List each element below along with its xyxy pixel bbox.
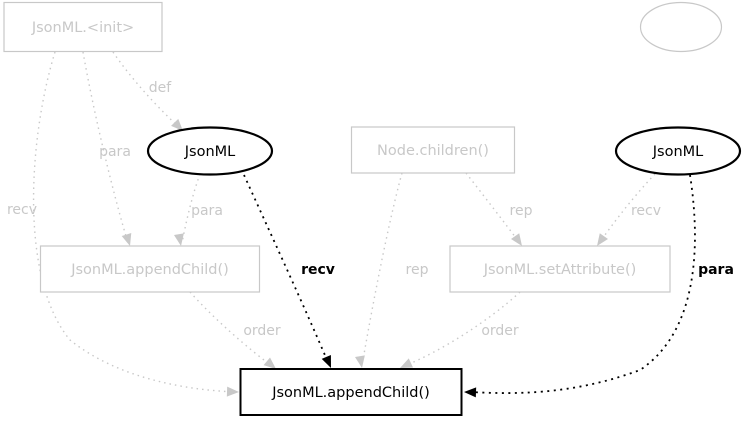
- node-shape-rect[interactable]: [239, 368, 463, 416]
- edge-label: recv: [301, 262, 335, 278]
- edge-n_jsonml_r-to-n_setattr: recv: [597, 173, 661, 246]
- node-shape-rect[interactable]: [3, 1, 163, 53]
- edge-n_setattr-to-n_append_main: order: [400, 291, 521, 368]
- node-n_jsonml_l[interactable]: JsonML: [146, 126, 274, 176]
- node-label: JsonML: [652, 144, 703, 160]
- nodes-layer: JsonML.<init> JsonML Node.children() JsonML…: [3, 1, 742, 416]
- node-shape-ellipse[interactable]: [146, 126, 274, 176]
- edge-label: order: [481, 323, 519, 339]
- edge-line: [189, 291, 273, 367]
- node-label: JsonML.<init>: [31, 20, 134, 36]
- edge-line: [469, 174, 696, 394]
- edge-label: para: [191, 203, 223, 219]
- edge-line: [465, 172, 520, 243]
- node-n_append_dim[interactable]: JsonML.appendChild(): [39, 245, 261, 293]
- arrow-head-icon: [511, 233, 522, 246]
- edge-n_jsonml_r-to-n_append_main: para: [464, 174, 734, 398]
- edge-n_init-to-n_append_dim: para: [82, 51, 132, 246]
- edge-n_children-to-n_setattr: rep: [465, 172, 533, 246]
- edge-n_init-to-n_append_main: recv: [7, 51, 239, 397]
- node-n_children[interactable]: Node.children(): [350, 126, 516, 174]
- edge-label: recv: [7, 202, 37, 218]
- edge-label: recv: [631, 203, 661, 219]
- edge-label: rep: [510, 203, 533, 219]
- node-shape-ellipse[interactable]: [614, 126, 742, 176]
- node-shape-rect[interactable]: [39, 245, 261, 293]
- node-label: JsonML: [184, 144, 235, 160]
- node-label: JsonML.appendChild(): [70, 262, 229, 278]
- node-n_empty[interactable]: [639, 1, 723, 53]
- node-n_jsonml_r[interactable]: JsonML: [614, 126, 742, 176]
- arrow-head-icon: [171, 118, 183, 131]
- edges-layer: def para recv para recv rep rep recv para order or…: [7, 51, 734, 398]
- node-shape-rect[interactable]: [449, 245, 671, 293]
- edge-line: [181, 173, 201, 244]
- arrow-head-icon: [321, 355, 331, 368]
- arrow-head-icon: [121, 233, 132, 246]
- arrow-head-icon: [354, 355, 365, 368]
- node-shape-rect[interactable]: [350, 126, 516, 174]
- edge-n_append_dim-to-n_append_main: order: [189, 291, 281, 369]
- arrow-head-icon: [400, 358, 413, 368]
- node-n_append_main[interactable]: JsonML.appendChild(): [239, 368, 463, 416]
- edge-label: order: [243, 323, 281, 339]
- node-label: Node.children(): [377, 143, 489, 159]
- node-label: JsonML.setAttribute(): [483, 262, 637, 278]
- edge-n_init-to-n_jsonml_l: def: [112, 51, 183, 131]
- edge-label: para: [698, 262, 734, 278]
- edge-line: [362, 172, 403, 361]
- arrow-head-icon: [597, 233, 608, 246]
- node-n_setattr[interactable]: JsonML.setAttribute(): [449, 245, 671, 293]
- node-n_init[interactable]: JsonML.<init>: [3, 1, 163, 53]
- edge-n_jsonml_l-to-n_append_main: recv: [243, 174, 335, 368]
- edge-label: para: [99, 144, 131, 160]
- edge-n_jsonml_l-to-n_append_dim: para: [173, 173, 223, 246]
- edge-label: def: [149, 80, 173, 96]
- edge-label: rep: [406, 262, 429, 278]
- arrow-head-icon: [226, 386, 239, 397]
- node-shape-ellipse[interactable]: [639, 1, 723, 53]
- edge-line: [32, 51, 236, 393]
- arrow-head-icon: [173, 233, 184, 246]
- arrow-head-icon: [263, 357, 276, 369]
- edge-line: [112, 51, 181, 129]
- node-label: JsonML.appendChild(): [271, 385, 430, 401]
- arrow-head-icon: [464, 387, 477, 398]
- edge-n_children-to-n_append_main: rep: [354, 172, 429, 368]
